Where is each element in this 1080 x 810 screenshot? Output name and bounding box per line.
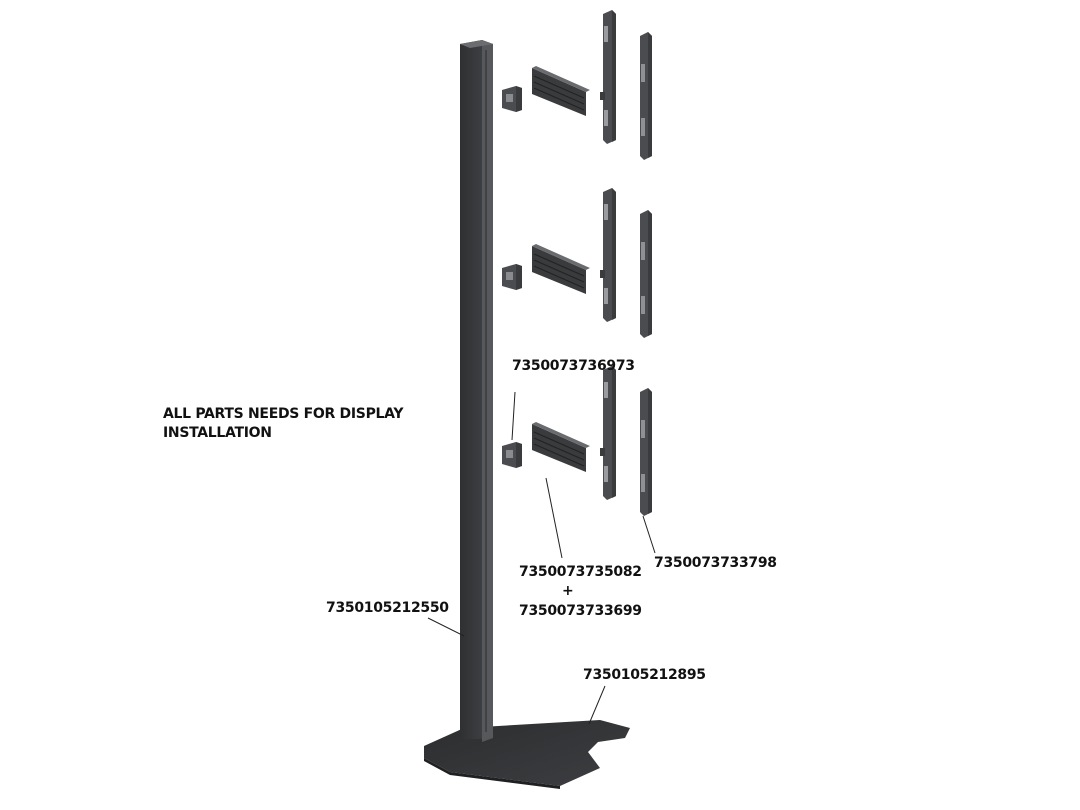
leader-bracket	[642, 515, 656, 554]
callout-clamp-part-number: 7350073736973	[512, 358, 635, 374]
callout-vertical-bracket-part-number: 7350073733798	[654, 555, 777, 571]
leader-base	[588, 685, 606, 725]
horizontal-rail	[532, 244, 590, 294]
vertical-bracket-front	[600, 188, 616, 322]
mount-tier-2	[502, 188, 652, 338]
vertical-bracket-front	[600, 10, 616, 144]
vertical-bracket-front	[600, 366, 616, 500]
mount-tier-3	[502, 366, 652, 516]
column-clamp	[502, 264, 522, 290]
column-clamp	[502, 86, 522, 112]
column-clamp	[502, 442, 522, 468]
diagram-title-line-1: ALL PARTS NEEDS FOR DISPLAY	[163, 406, 404, 422]
diagram-title-line-2: INSTALLATION	[163, 425, 272, 441]
callout-rail-part-number: 7350073735082	[519, 564, 642, 580]
callout-column-part-number: 7350105212550	[326, 600, 449, 616]
horizontal-rail	[532, 422, 590, 472]
callout-base-part-number: 7350105212895	[583, 667, 706, 683]
callout-plus-sign: +	[562, 583, 574, 599]
vertical-bracket-rear	[640, 32, 652, 160]
floor-base-plate	[424, 720, 630, 789]
tier-group	[502, 10, 652, 516]
leader-clamp	[511, 391, 516, 441]
callout-rail-secondary-part-number: 7350073733699	[519, 603, 642, 619]
mount-tier-1	[502, 10, 652, 160]
leader-column	[427, 617, 465, 637]
leader-lines	[427, 391, 656, 725]
horizontal-rail	[532, 66, 590, 116]
column	[460, 40, 493, 742]
vertical-bracket-rear	[640, 210, 652, 338]
leader-rail	[545, 477, 563, 559]
vertical-bracket-rear	[640, 388, 652, 516]
